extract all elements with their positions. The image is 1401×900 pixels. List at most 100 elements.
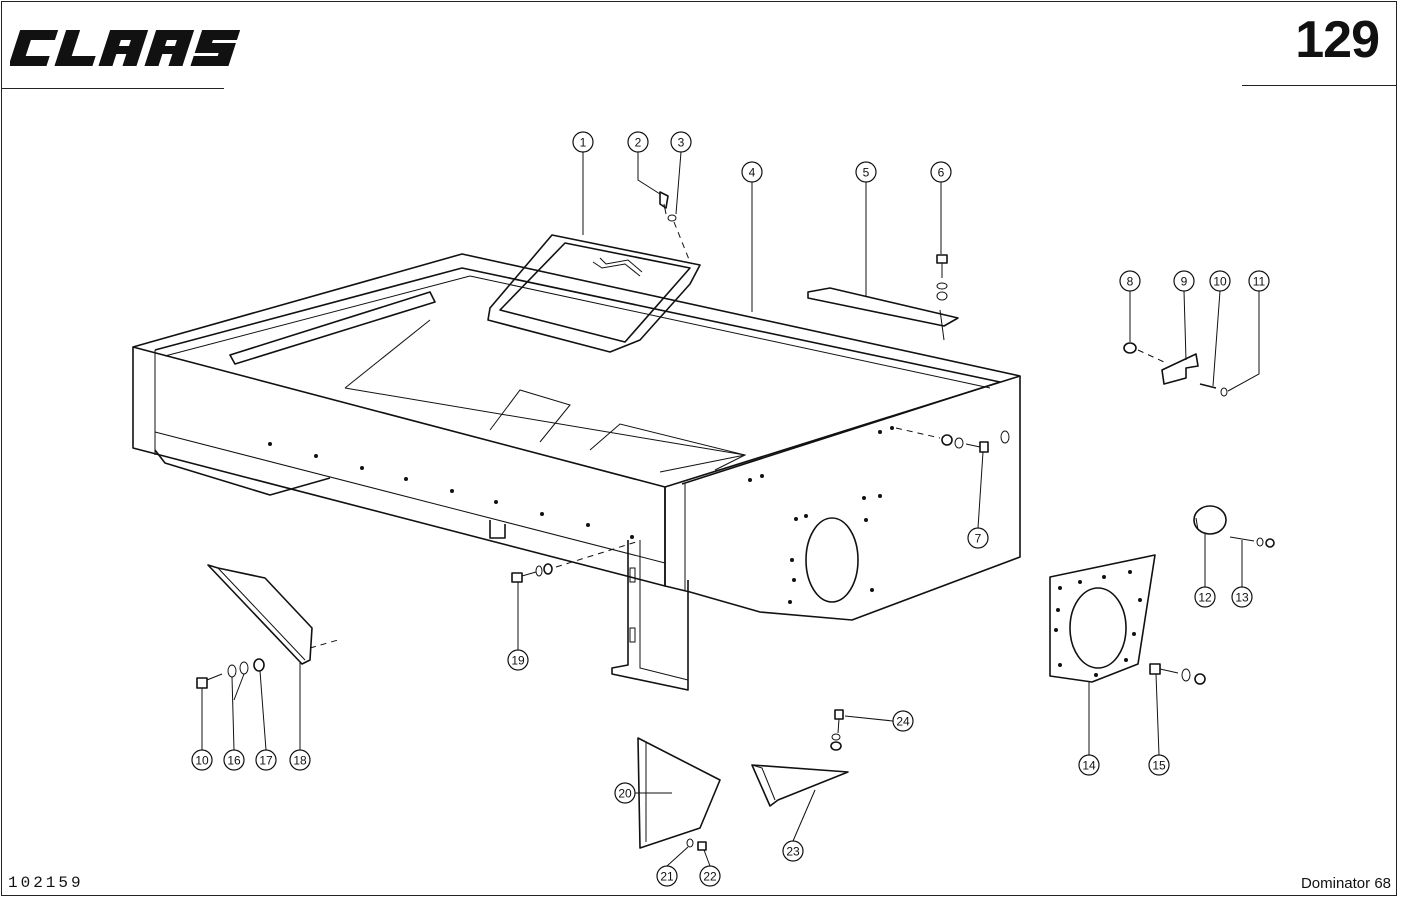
callout-c8: 8 [1119, 270, 1141, 292]
callout-label: 10 [195, 754, 209, 768]
callout-circle [627, 131, 649, 153]
callout-circle [782, 840, 804, 862]
callout-circle [670, 131, 692, 153]
callout-label: 10 [1213, 275, 1227, 289]
callout-circle [191, 749, 213, 771]
callout-label: 19 [511, 654, 525, 668]
callout-label: 2 [635, 136, 642, 150]
callout-label: 7 [975, 532, 982, 546]
callout-c10a: 10 [1209, 270, 1231, 292]
callout-c1: 1 [572, 131, 594, 153]
callout-label: 8 [1127, 275, 1134, 289]
callout-circle [1209, 270, 1231, 292]
part-21-22-bolt [686, 838, 707, 851]
callout-circle [967, 527, 989, 549]
callout-label: 17 [259, 754, 273, 768]
part-9-bracket [1123, 342, 1228, 397]
page-number: 129 [1295, 11, 1380, 69]
callout-c9: 9 [1173, 270, 1195, 292]
part-7-bolt [895, 427, 989, 453]
callout-circle [656, 865, 678, 887]
callout-label: 11 [1253, 275, 1266, 289]
callout-circle [255, 749, 277, 771]
part-14-plate [1049, 554, 1156, 683]
callout-c11: 11 [1248, 270, 1270, 292]
callout-label: 12 [1198, 591, 1212, 605]
part-23-bracket [751, 764, 849, 807]
frame-leg [611, 540, 689, 691]
part-5-strip [807, 287, 959, 341]
callout-label: 9 [1181, 275, 1188, 289]
callout-c12: 12 [1194, 586, 1216, 608]
part-6-bolt [936, 254, 948, 301]
callout-circle [614, 782, 636, 804]
callout-circle [892, 710, 914, 732]
main-frame [132, 253, 1021, 621]
callout-c2: 2 [627, 131, 649, 153]
part-10-16-17-bolt [196, 658, 265, 689]
part-20-plate [637, 737, 721, 849]
callout-circle [699, 865, 721, 887]
part-12-disk [1193, 505, 1275, 548]
callout-label: 24 [896, 715, 910, 729]
callout-label: 21 [660, 870, 674, 884]
part-18-plate [207, 564, 339, 665]
callout-circle [1148, 754, 1170, 776]
callout-label: 18 [293, 754, 307, 768]
document-code: 102159 [8, 874, 84, 892]
callout-c5: 5 [855, 161, 877, 183]
callout-circle [223, 749, 245, 771]
callout-label: 14 [1082, 759, 1096, 773]
callout-c22: 22 [699, 865, 721, 887]
callout-label: 3 [678, 136, 685, 150]
callout-circle [1231, 586, 1253, 608]
part-19-bolt [511, 541, 637, 583]
machine-model: Dominator 68 [1300, 875, 1391, 892]
callout-label: 5 [863, 166, 870, 180]
callout-c19: 19 [507, 649, 529, 671]
callout-label: 15 [1152, 759, 1166, 773]
part-2-3-bolt [659, 191, 691, 263]
header-rule-right [1242, 85, 1397, 86]
callout-c18: 18 [289, 749, 311, 771]
callout-circle [1194, 586, 1216, 608]
part-1-cover [487, 234, 701, 353]
callout-circle [1078, 754, 1100, 776]
callout-circle [855, 161, 877, 183]
callout-c3: 3 [670, 131, 692, 153]
callout-circle [930, 161, 952, 183]
callout-c6: 6 [930, 161, 952, 183]
callout-label: 16 [227, 754, 241, 768]
callout-circle [507, 649, 529, 671]
part-15-bolt [1149, 663, 1206, 685]
callout-label: 20 [618, 787, 632, 801]
header-rule-left [2, 88, 224, 89]
callout-c7: 7 [967, 527, 989, 549]
callout-circle [1119, 270, 1141, 292]
part-24-bolt [830, 709, 844, 751]
callout-label: 6 [938, 166, 945, 180]
callout-label: 1 [580, 136, 587, 150]
claas-logo [10, 30, 240, 66]
callout-circle [1248, 270, 1270, 292]
callout-circle [741, 161, 763, 183]
callout-label: 13 [1235, 591, 1249, 605]
callout-c16: 16 [223, 749, 245, 771]
callout-c23: 23 [782, 840, 804, 862]
callout-label: 23 [786, 845, 800, 859]
leader-lines [201, 151, 1260, 867]
callout-c14: 14 [1078, 754, 1100, 776]
callout-c10b: 10 [191, 749, 213, 771]
callout-circle [1173, 270, 1195, 292]
callout-label: 22 [703, 870, 717, 884]
callout-c21: 21 [656, 865, 678, 887]
callout-c24: 24 [892, 710, 914, 732]
callout-circle [289, 749, 311, 771]
callout-c15: 15 [1148, 754, 1170, 776]
callout-c4: 4 [741, 161, 763, 183]
callout-label: 4 [749, 166, 756, 180]
callout-circle [572, 131, 594, 153]
callout-c17: 17 [255, 749, 277, 771]
